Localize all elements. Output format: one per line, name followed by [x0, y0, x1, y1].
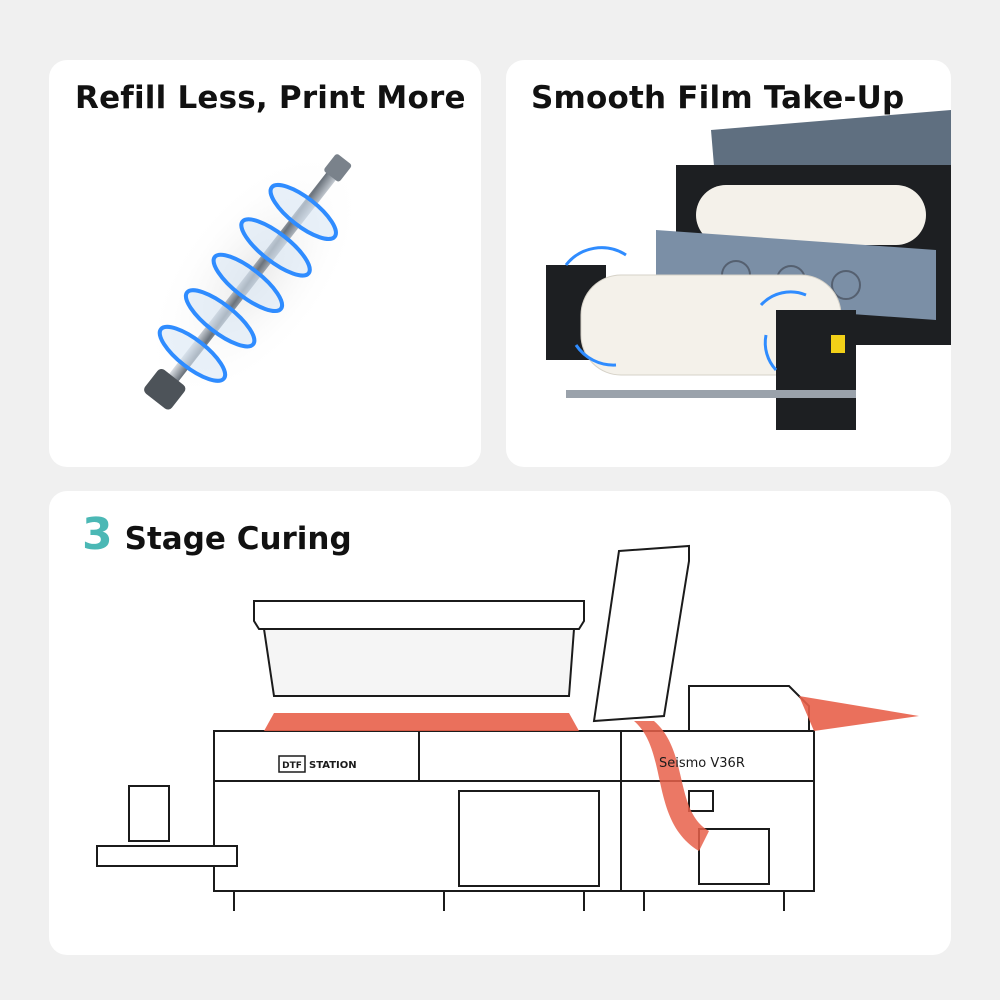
film-panel: Smooth Film Take-Up — [506, 60, 951, 467]
auger-motor-coupling — [144, 368, 186, 410]
secondary-lid — [592, 544, 690, 723]
auger-illustration — [144, 148, 364, 410]
supply-roll — [696, 185, 926, 245]
feed-cart — [96, 845, 238, 867]
curing-oven-illustration: DTF STATION Seismo V36R — [96, 544, 919, 911]
model-label: Seismo V36R — [659, 756, 745, 771]
oven-lid — [253, 600, 585, 630]
stage-number: 3 — [82, 509, 113, 560]
rotation-arrows — [564, 246, 807, 372]
refill-title: Refill Less, Print More — [75, 80, 466, 116]
cart-motor — [128, 785, 170, 842]
side-window — [688, 790, 714, 812]
right-roll-bracket — [776, 310, 856, 430]
output-tray — [799, 696, 919, 731]
heating-zone-2 — [634, 721, 709, 851]
brand-logo: DTF STATION — [278, 755, 357, 773]
heater-panel — [262, 628, 576, 697]
control-box — [688, 685, 810, 732]
motor-button — [831, 335, 845, 353]
film-title: Smooth Film Take-Up — [531, 80, 905, 116]
curing-panel: 3 Stage Curing — [49, 491, 951, 955]
curing-title: 3 Stage Curing — [82, 509, 352, 560]
auger-shaft-tip — [324, 154, 352, 182]
oven-legs — [233, 891, 785, 911]
side-panel — [698, 828, 770, 885]
brand-name: STATION — [309, 760, 357, 771]
take-up-illustration — [546, 110, 951, 430]
auger-flights — [157, 182, 338, 383]
refill-panel: Refill Less, Print More — [49, 60, 481, 467]
heating-zone-1 — [264, 713, 579, 731]
support-bar — [566, 390, 856, 398]
access-door — [458, 790, 600, 887]
brand-prefix: DTF — [282, 761, 302, 771]
stage-label: Stage Curing — [124, 521, 352, 557]
